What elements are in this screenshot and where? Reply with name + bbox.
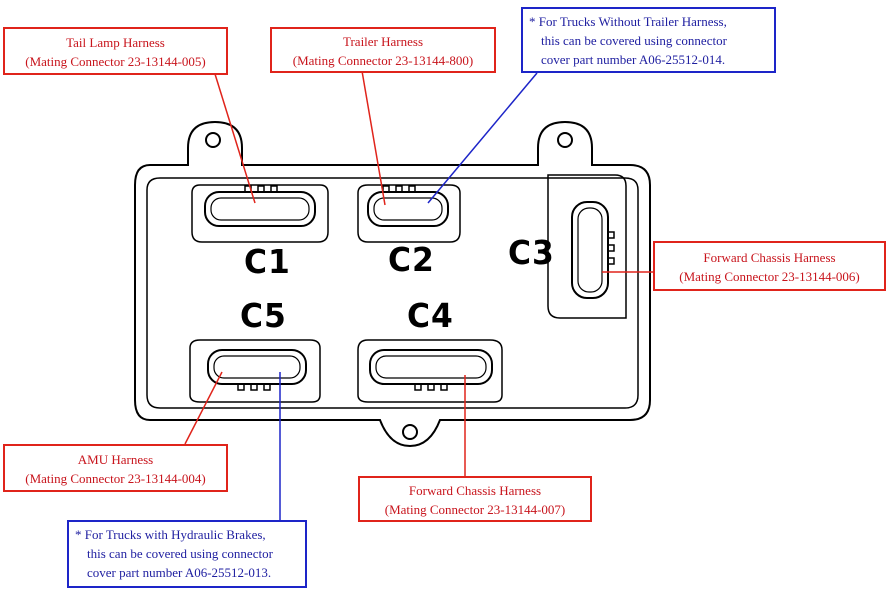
c4-connector xyxy=(369,349,493,385)
callout-mating-connector: (Mating Connector 23-13144-005) xyxy=(25,54,206,69)
housing-outline xyxy=(134,120,651,448)
mounting-hole-right xyxy=(557,132,573,148)
callout-hydraulic-note: * For Trucks with Hydraulic Brakes, this… xyxy=(67,520,307,588)
c1-pocket xyxy=(191,184,329,243)
note-line-2: this can be covered using connector xyxy=(541,33,727,48)
c2-connector xyxy=(367,191,449,227)
leader-tail-lamp xyxy=(214,73,256,204)
c2-pocket xyxy=(357,184,461,243)
callout-mating-connector: (Mating Connector 23-13144-004) xyxy=(25,471,206,486)
callout-mating-connector: (Mating Connector 23-13144-006) xyxy=(679,269,860,284)
mounting-hole-bottom xyxy=(402,424,418,440)
c5-pocket xyxy=(189,339,321,403)
c3-pocket xyxy=(547,174,627,319)
note-line-1: * For Trucks Without Trailer Harness, xyxy=(529,14,727,29)
note-line-2: this can be covered using connector xyxy=(87,546,273,561)
housing-inner-rim xyxy=(146,177,639,409)
c1-connector xyxy=(204,191,316,227)
note-line-1: * For Trucks with Hydraulic Brakes, xyxy=(75,527,266,542)
callout-mating-connector: (Mating Connector 23-13144-007) xyxy=(384,502,566,517)
callout-forward-chassis-harness-c3: Forward Chassis Harness (Mating Connecto… xyxy=(653,241,886,291)
callout-amu-harness: AMU Harness (Mating Connector 23-13144-0… xyxy=(3,444,228,492)
callout-mating-connector: (Mating Connector 23-13144-800) xyxy=(292,53,474,68)
c5-connector xyxy=(207,349,307,385)
callout-title: Forward Chassis Harness xyxy=(703,250,836,265)
leader-trailer xyxy=(361,70,386,206)
callout-forward-chassis-harness-c4: Forward Chassis Harness (Mating Connecto… xyxy=(358,476,592,522)
callout-tail-lamp-harness: Tail Lamp Harness (Mating Connector 23-1… xyxy=(3,27,228,75)
mounting-hole-left xyxy=(205,132,221,148)
callout-title: Forward Chassis Harness xyxy=(408,483,542,498)
connector-label-c3: C3 xyxy=(508,233,555,272)
leader-amu xyxy=(184,371,223,445)
callout-trailer-note: * For Trucks Without Trailer Harness, th… xyxy=(521,7,776,73)
connector-label-c2: C2 xyxy=(388,240,435,279)
note-line-3: cover part number A06-25512-014. xyxy=(541,52,726,67)
callout-title: Trailer Harness xyxy=(342,34,424,49)
connector-label-c1: C1 xyxy=(244,242,291,281)
note-line-3: cover part number A06-25512-013. xyxy=(87,565,272,580)
callout-title: AMU Harness xyxy=(77,452,154,467)
connector-label-c4: C4 xyxy=(407,296,454,335)
c3-connector xyxy=(571,201,609,299)
leader-trailer-note xyxy=(427,72,538,204)
connector-label-c5: C5 xyxy=(240,296,287,335)
callout-trailer-harness: Trailer Harness (Mating Connector 23-131… xyxy=(270,27,496,73)
c4-pocket xyxy=(357,339,503,403)
callout-title: Tail Lamp Harness xyxy=(66,35,165,50)
